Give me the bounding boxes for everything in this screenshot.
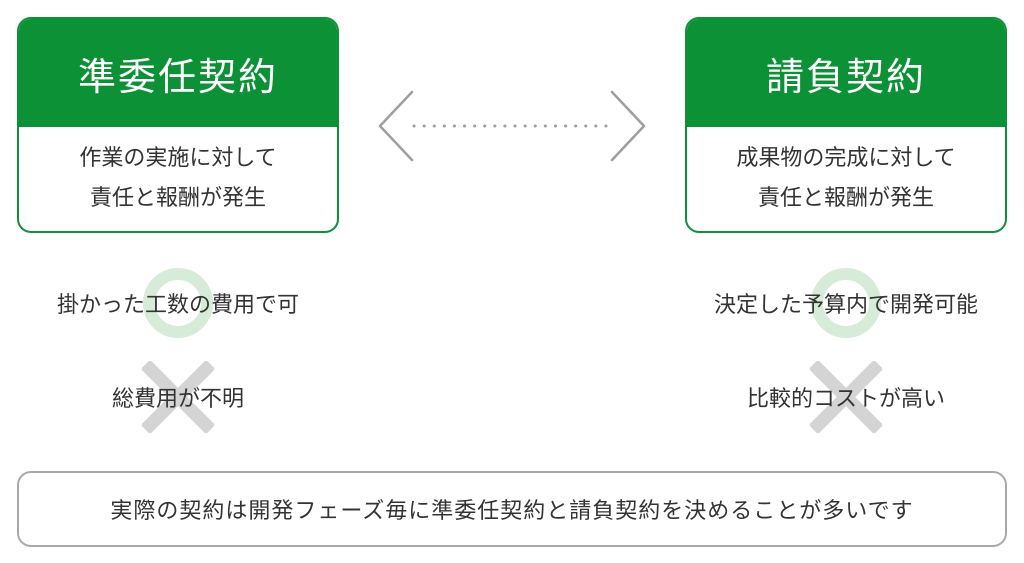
cross-bad-icon bbox=[810, 361, 882, 433]
quasi-mandate-merit: 掛かった工数の費用で可 bbox=[17, 263, 339, 343]
contract-for-work-merit: 決定した予算内で開発可能 bbox=[685, 263, 1007, 343]
contract-for-work-line1: 成果物の完成に対して bbox=[736, 146, 956, 171]
quasi-mandate-description: 作業の実施に対して 責任と報酬が発生 bbox=[19, 127, 337, 231]
quasi-mandate-line1: 作業の実施に対して bbox=[79, 146, 277, 171]
contract-for-work-merit-text: 決定した予算内で開発可能 bbox=[713, 293, 978, 318]
contract-for-work-line2: 責任と報酬が発生 bbox=[757, 186, 934, 211]
summary-note: 実際の契約は開発フェーズ毎に準委任契約と請負契約を決めることが多いです bbox=[17, 471, 1007, 547]
contract-for-work-demerit: 比較的コストが高い bbox=[685, 357, 1007, 437]
quasi-mandate-card: 準委任契約 作業の実施に対して 責任と報酬が発生 bbox=[17, 17, 339, 233]
quasi-mandate-title: 準委任契約 bbox=[19, 19, 337, 127]
quasi-mandate-merit-text: 掛かった工数の費用で可 bbox=[56, 293, 299, 318]
contract-for-work-description: 成果物の完成に対して 責任と報酬が発生 bbox=[687, 127, 1005, 231]
quasi-mandate-demerit: 総費用が不明 bbox=[17, 357, 339, 437]
summary-note-text: 実際の契約は開発フェーズ毎に準委任契約と請負契約を決めることが多いです bbox=[110, 499, 914, 524]
quasi-mandate-line2: 責任と報酬が発生 bbox=[89, 186, 266, 211]
circle-good-icon bbox=[811, 268, 881, 338]
contract-for-work-card: 請負契約 成果物の完成に対して 責任と報酬が発生 bbox=[685, 17, 1007, 233]
quasi-mandate-demerit-text: 総費用が不明 bbox=[111, 387, 244, 412]
comparison-arrow-icon bbox=[378, 90, 646, 162]
circle-good-icon bbox=[143, 268, 213, 338]
contract-for-work-title: 請負契約 bbox=[687, 19, 1005, 127]
contract-for-work-demerit-text: 比較的コストが高い bbox=[746, 387, 945, 412]
cross-bad-icon bbox=[142, 361, 214, 433]
